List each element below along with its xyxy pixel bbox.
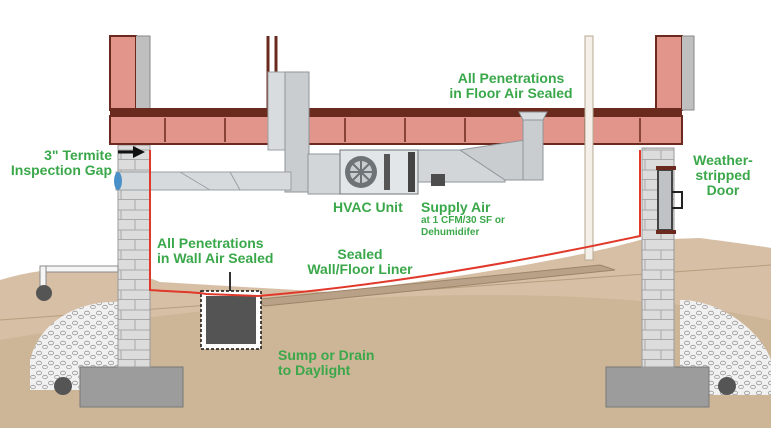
termite-gap-label-line2: Inspection Gap (10, 162, 112, 178)
upper-wall-right (655, 35, 695, 111)
wall-penetrations-label: All Penetrations in Wall Air Sealed (157, 236, 273, 266)
supply-air-title: Supply Air (421, 199, 491, 215)
hvac-unit-label: HVAC Unit (333, 199, 403, 215)
dehumidifier (431, 174, 445, 186)
liner-label-line1: Sealed (337, 246, 383, 262)
exterior-drain-pipe (39, 265, 119, 287)
sump-label: Sump or Drain to Daylight (278, 348, 374, 378)
liner-label-line2: Wall/Floor Liner (307, 261, 413, 277)
plumbing-vent (584, 35, 594, 261)
weather-door-label-line2: stripped (695, 167, 751, 183)
termite-gap-label-line1: 3" Termite (44, 147, 112, 163)
floor-penetrations-label-line2: in Floor Air Sealed (449, 85, 573, 101)
floor-penetrations-label: All Penetrations in Floor Air Sealed (436, 71, 586, 101)
wall-penetrations-label-line1: All Penetrations (157, 235, 264, 251)
exterior-drain-cap (36, 285, 52, 301)
footing-right (605, 366, 710, 408)
floor-joists (109, 115, 683, 145)
hvac-unit (339, 149, 419, 195)
upper-wall-left (109, 35, 151, 111)
supply-air-detail-line2: Dehumidifer (421, 227, 480, 238)
ductwork (114, 71, 548, 195)
sump-label-line1: Sump or Drain (278, 347, 375, 363)
sump-pit (200, 272, 262, 350)
termite-gap-label: 3" Termite Inspection Gap (8, 148, 112, 178)
weather-door-label-line1: Weather- (693, 152, 753, 168)
footing-drain-right (718, 377, 736, 395)
liner-label: Sealed Wall/Floor Liner (300, 247, 420, 277)
subfloor (110, 108, 682, 116)
footing-drain-left (54, 377, 72, 395)
footing-left (79, 366, 184, 408)
sealed-liner (149, 150, 641, 298)
weather-door-label-line3: Door (706, 182, 740, 198)
crawlspace-door (656, 166, 683, 234)
wall-penetrations-label-line2: in Wall Air Sealed (157, 250, 274, 266)
sump-label-line2: to Daylight (278, 362, 351, 378)
floor-penetrations-label-line1: All Penetrations (457, 70, 565, 86)
weather-door-label: Weather- stripped Door (683, 153, 763, 198)
supply-air-detail-line1: at 1 CFM/30 SF or (421, 215, 505, 226)
supply-air-label: Supply Air at 1 CFM/30 SF or Dehumidifer (421, 200, 505, 239)
soil (0, 238, 771, 428)
termite-gap-arrowhead (133, 146, 145, 158)
